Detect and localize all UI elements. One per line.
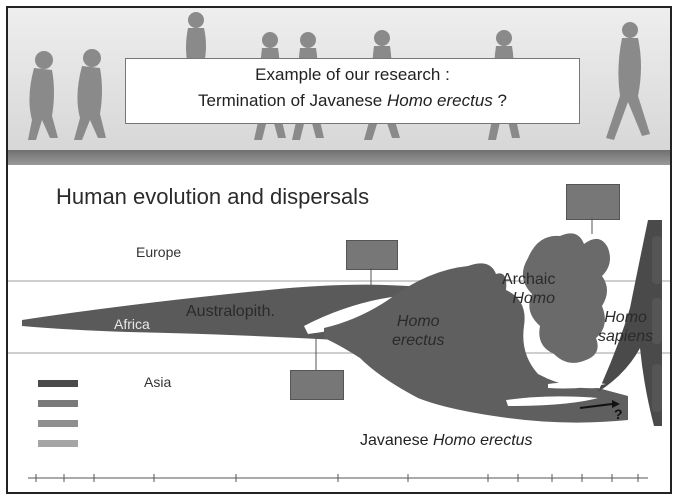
slide: Example of our research : Termination of… bbox=[6, 6, 672, 494]
label-australopith: Australopith. bbox=[186, 302, 275, 321]
label-archaic-homo-line2: Homo bbox=[502, 289, 555, 308]
javanese-homo-erectus-label: Javanese Homo erectus bbox=[360, 432, 533, 450]
region-label-europe: Europe bbox=[136, 244, 181, 260]
label-homo-erectus-line1: Homo bbox=[392, 312, 444, 331]
legend-swatch bbox=[38, 440, 78, 447]
javanese-label-prefix: Javanese bbox=[360, 432, 433, 449]
label-homo-sapiens: Homo sapiens bbox=[598, 308, 653, 346]
label-homo-erectus-line2: erectus bbox=[392, 331, 444, 350]
javanese-label-italic: Homo erectus bbox=[433, 432, 533, 449]
label-homo-sapiens-line1: Homo bbox=[598, 308, 653, 327]
question-mark: ? bbox=[614, 406, 623, 422]
label-archaic-homo-line1: Archaic bbox=[502, 270, 555, 289]
region-label-africa: Africa bbox=[114, 316, 150, 332]
label-homo-erectus: Homo erectus bbox=[392, 312, 444, 350]
label-archaic-homo: Archaic Homo bbox=[502, 270, 555, 308]
label-homo-sapiens-line2: sapiens bbox=[598, 327, 653, 346]
region-label-asia: Asia bbox=[144, 374, 171, 390]
legend-swatch bbox=[38, 380, 78, 387]
legend-swatch bbox=[38, 420, 78, 427]
connector-lines bbox=[8, 8, 670, 492]
legend-swatch bbox=[38, 400, 78, 407]
